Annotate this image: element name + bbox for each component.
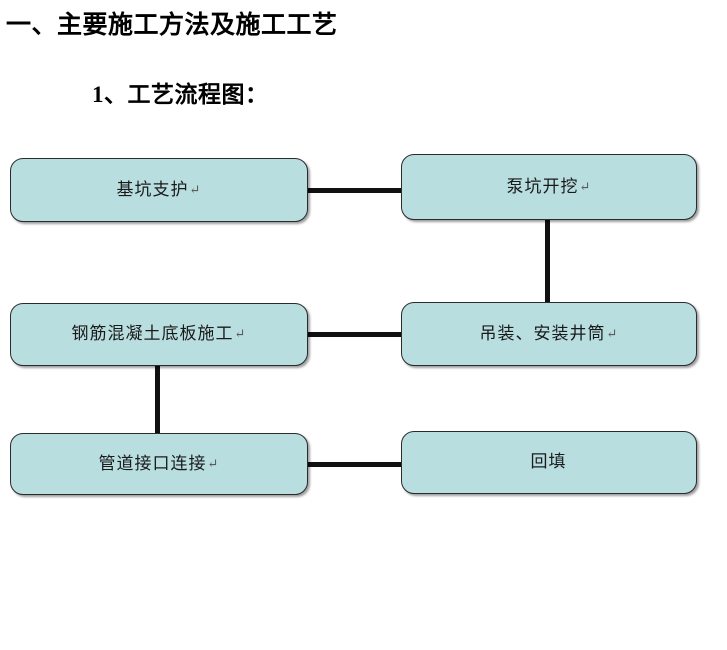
flow-node-hoisting-shaft-installation[interactable]: 吊装、安装井筒↵: [401, 302, 697, 366]
flow-node-label: 管道接口连接↵: [98, 453, 220, 473]
flow-node-pipe-joint-connection[interactable]: 管道接口连接↵: [10, 433, 308, 495]
connector-shaft-install-to-slab-construction: [306, 332, 404, 337]
flow-node-excavation-support[interactable]: 基坑支护↵: [10, 158, 308, 222]
flow-node-label: 基坑支护↵: [116, 179, 202, 199]
flow-node-label: 回填: [530, 452, 567, 471]
connector-pipe-joint-to-backfill: [306, 462, 404, 467]
flow-node-label: 钢筋混凝土底板施工↵: [71, 324, 247, 343]
paragraph-mark-icon: ↵: [606, 325, 619, 341]
flowchart: 基坑支护↵ 泵坑开挖↵ 钢筋混凝土底板施工↵ 吊装、安装井筒↵ 管道接口连接↵ …: [10, 154, 697, 495]
paragraph-mark-icon: ↵: [189, 181, 202, 197]
flow-node-pump-pit-excavation[interactable]: 泵坑开挖↵: [401, 154, 697, 220]
connector-slab-construction-to-pipe-joint: [155, 364, 160, 435]
paragraph-mark-icon: ↵: [579, 178, 592, 194]
flow-node-reinforced-concrete-slab[interactable]: 钢筋混凝土底板施工↵: [10, 303, 308, 366]
flow-node-backfill[interactable]: 回填: [401, 431, 697, 494]
flow-node-label: 泵坑开挖↵: [506, 176, 592, 196]
paragraph-mark-icon: ↵: [207, 455, 220, 471]
section-subtitle: 1、工艺流程图：: [92, 82, 269, 107]
connector-pump-pit-to-shaft-install: [545, 218, 550, 304]
connector-excavation-support-to-pump-pit: [306, 188, 404, 193]
paragraph-mark-icon: ↵: [234, 326, 247, 341]
document-page: 一、主要施工方法及施工工艺 1、工艺流程图： 基坑支护↵ 泵坑开挖↵ 钢筋混凝土…: [6, 12, 697, 495]
page-title: 一、主要施工方法及施工工艺: [6, 12, 338, 39]
flow-node-label: 吊装、安装井筒↵: [479, 323, 619, 343]
